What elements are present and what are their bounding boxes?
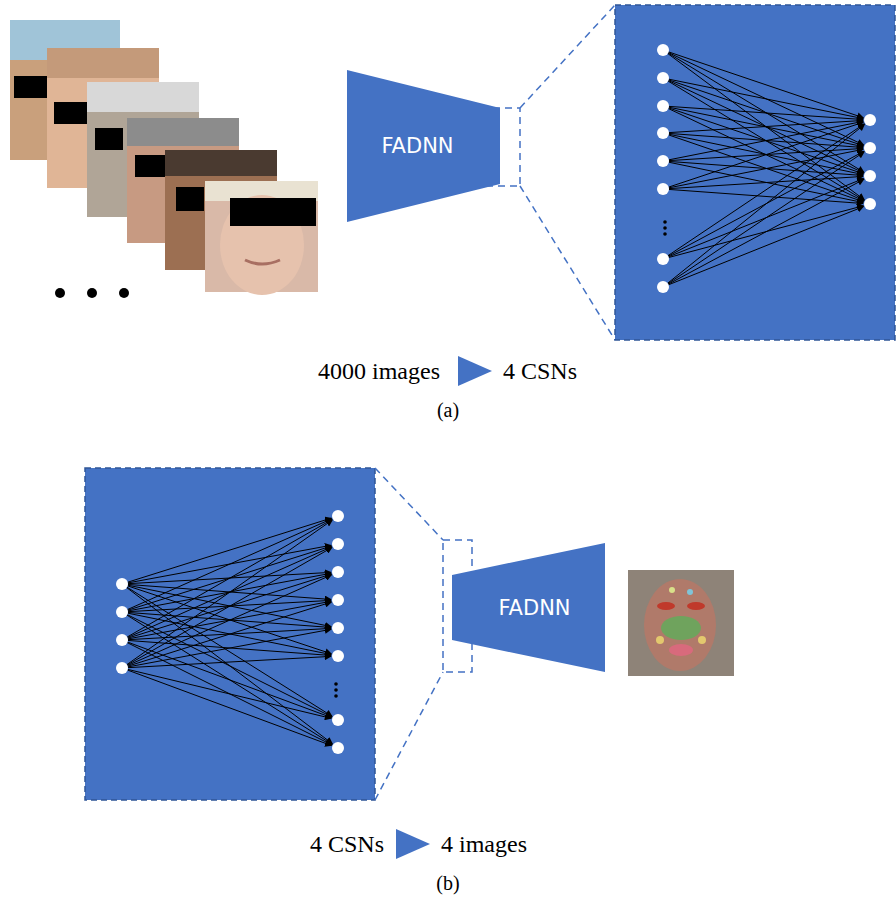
neuron	[116, 662, 128, 674]
weight-arrow	[668, 124, 865, 283]
count-label: 4 images	[441, 831, 527, 858]
neuron	[332, 538, 344, 550]
vertical-ellipsis	[663, 226, 667, 230]
neuron	[657, 281, 669, 293]
weight-arrow	[127, 615, 331, 717]
weight-arrow	[128, 656, 331, 667]
pointer-triangle	[458, 356, 492, 386]
subfigure-label: (b)	[436, 872, 459, 895]
neuron	[332, 622, 344, 634]
neuron	[657, 253, 669, 265]
weight-arrow	[669, 189, 863, 203]
neuron	[332, 742, 344, 754]
weight-arrow	[669, 121, 863, 159]
weight-arrow	[128, 670, 332, 745]
weight-arrow	[127, 519, 331, 610]
weight-arrow	[668, 54, 865, 200]
vertical-ellipsis	[663, 232, 667, 236]
weight-arrow	[669, 122, 864, 187]
vertical-ellipsis	[334, 682, 338, 686]
weight-arrow	[668, 81, 863, 173]
neuron	[332, 594, 344, 606]
network-a	[657, 44, 876, 293]
weight-arrow	[127, 575, 331, 666]
zoom-panel	[615, 5, 895, 340]
vertical-ellipsis	[334, 688, 338, 692]
neuron	[864, 170, 876, 182]
vertical-ellipsis	[334, 694, 338, 698]
weight-arrow	[128, 518, 332, 582]
zoom-panel	[85, 468, 375, 800]
weight-arrow	[668, 109, 863, 201]
trapezoid-fill	[452, 543, 605, 672]
pointer-triangle	[396, 829, 430, 859]
trapezoid-fill	[347, 70, 500, 222]
neuron	[657, 183, 669, 195]
weight-arrow	[127, 547, 332, 665]
vertical-ellipsis	[663, 220, 667, 224]
ellipsis-dots	[55, 288, 129, 298]
weight-arrow	[128, 629, 331, 667]
weight-arrow	[127, 588, 333, 744]
neuron	[864, 198, 876, 210]
weight-arrow	[668, 179, 864, 284]
network-name: FADNN	[498, 596, 570, 620]
weight-arrow	[127, 643, 331, 745]
count-label: 4 CSNs	[503, 358, 577, 385]
neuron	[332, 650, 344, 662]
weight-arrow	[669, 149, 863, 187]
neuron	[332, 566, 344, 578]
weight-arrow	[669, 176, 863, 188]
neuron	[332, 510, 344, 522]
neuron	[864, 114, 876, 126]
neuron	[657, 100, 669, 112]
neuron	[657, 155, 669, 167]
generated-image	[628, 570, 734, 676]
network-name: FADNN	[381, 134, 453, 158]
network-trapezoid: FADNN	[452, 543, 605, 672]
neuron	[116, 578, 128, 590]
weight-arrow	[669, 207, 864, 285]
neuron	[657, 72, 669, 84]
count-label: 4000 images	[318, 358, 440, 385]
weight-arrow	[127, 519, 332, 637]
neuron	[116, 634, 128, 646]
neuron	[657, 127, 669, 139]
weight-arrow	[669, 120, 863, 132]
weight-arrow	[128, 669, 331, 718]
network-b	[116, 510, 344, 754]
neuron	[657, 44, 669, 56]
neuron	[864, 142, 876, 154]
subfigure-label: (a)	[437, 399, 459, 422]
count-label: 4 CSNs	[310, 831, 384, 858]
weight-arrow	[668, 81, 864, 200]
weight-arrow	[127, 520, 332, 665]
face-stack	[10, 20, 318, 295]
weight-arrow	[128, 602, 332, 666]
neuron	[116, 606, 128, 618]
network-trapezoid: FADNN	[347, 70, 500, 222]
weight-arrow	[128, 642, 332, 717]
zoom-lines	[481, 5, 615, 340]
neuron	[332, 714, 344, 726]
